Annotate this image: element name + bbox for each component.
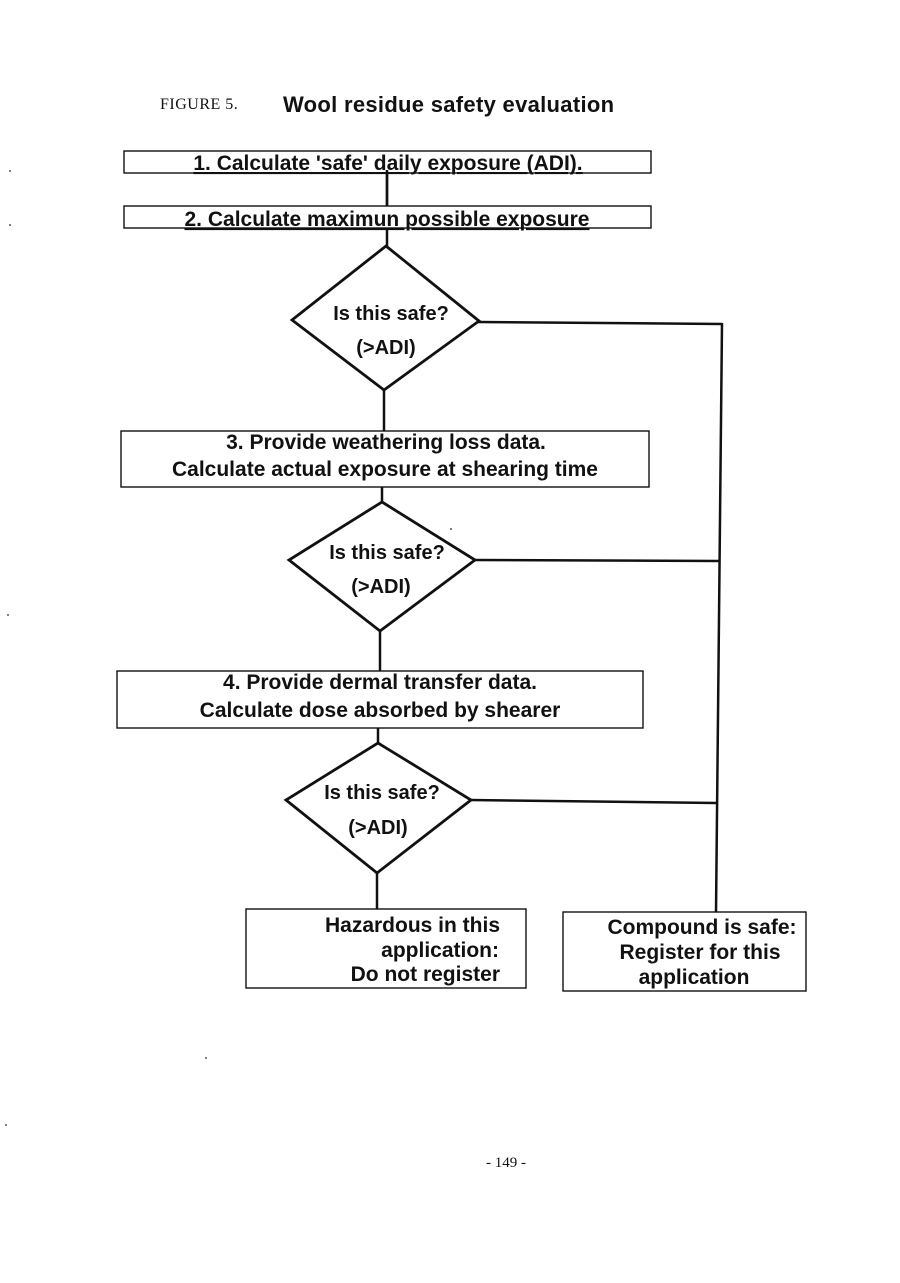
step-4-line-1: 4. Provide dermal transfer data. [223, 671, 537, 694]
decision-2-diamond: Is this safe? (>ADI) [286, 500, 478, 633]
scan-speck [9, 170, 11, 172]
decision-2-question: Is this safe? [329, 542, 445, 564]
scan-speck [5, 1124, 7, 1126]
step-4-line-2: Calculate dose absorbed by shearer [200, 699, 561, 722]
branch-decision3-right [469, 798, 717, 805]
step-4-box: 4. Provide dermal transfer data. Calcula… [116, 670, 644, 729]
scan-speck [9, 224, 11, 226]
decision-1-question: Is this safe? [333, 303, 449, 325]
decision-3-condition: (>ADI) [348, 817, 407, 839]
decision-1-condition: (>ADI) [356, 337, 415, 359]
hazardous-line-3: Do not register [351, 963, 500, 986]
step-3-box: 3. Provide weathering loss data. Calcula… [120, 430, 650, 488]
safe-line-2: Register for this [619, 941, 780, 964]
decision-3-diamond: Is this safe? (>ADI) [283, 741, 474, 875]
outcome-safe-box: Compound is safe: Register for this appl… [562, 911, 807, 992]
step-2-text: 2. Calculate maximun possible exposure [185, 208, 590, 231]
branch-decision2-right [473, 558, 721, 563]
decision-3-question: Is this safe? [324, 782, 440, 804]
branch-decision1-right [477, 320, 723, 326]
step-3-line-1: 3. Provide weathering loss data. [226, 431, 546, 454]
safe-line-3: application [639, 966, 750, 989]
hazardous-line-1: Hazardous in this [325, 914, 500, 937]
figure-title: Wool residue safety evaluation [283, 92, 615, 117]
scan-speck [7, 614, 9, 616]
step-1-text: 1. Calculate 'safe' daily exposure (ADI)… [193, 152, 582, 175]
hazardous-line-2: application: [381, 939, 499, 962]
decision-1-diamond: Is this safe? (>ADI) [289, 244, 482, 392]
decision-2-condition: (>ADI) [351, 576, 410, 598]
right-collector-line [714, 322, 724, 913]
safe-line-1: Compound is safe: [607, 916, 796, 939]
step-1-box: 1. Calculate 'safe' daily exposure (ADI)… [123, 150, 652, 207]
figure-label: FIGURE 5. [160, 96, 239, 113]
step-3-line-2: Calculate actual exposure at shearing ti… [172, 458, 598, 481]
page-number: - 149 - [486, 1155, 526, 1171]
step-2-box: 2. Calculate maximun possible exposure [123, 205, 652, 231]
scan-speck [205, 1057, 207, 1059]
scan-speck [450, 528, 452, 530]
outcome-hazardous-box: Hazardous in this application: Do not re… [245, 908, 527, 989]
